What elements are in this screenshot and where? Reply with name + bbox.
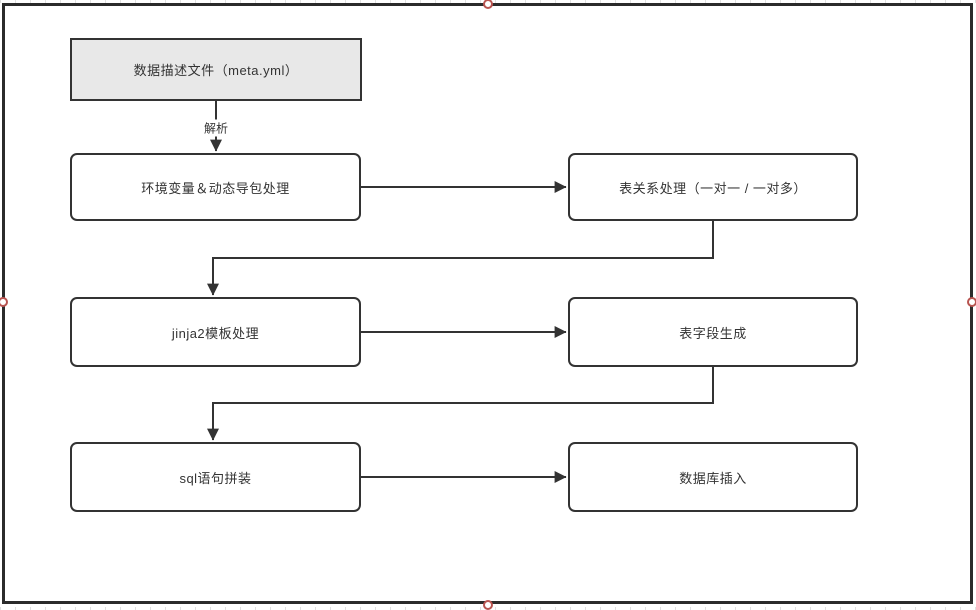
resize-handle-bottom[interactable] xyxy=(483,600,493,610)
node-label: jinja2模板处理 xyxy=(171,325,260,341)
node-db-insert[interactable]: 数据库插入 xyxy=(568,442,858,512)
edge-label-parse: 解析 xyxy=(200,119,232,137)
node-table-fields[interactable]: 表字段生成 xyxy=(568,297,858,367)
node-label: sql语句拼装 xyxy=(179,470,252,486)
node-env-import[interactable]: 环境变量＆动态导包处理 xyxy=(70,153,361,221)
resize-handle-left[interactable] xyxy=(0,297,8,307)
resize-handle-top[interactable] xyxy=(483,0,493,9)
node-jinja2[interactable]: jinja2模板处理 xyxy=(70,297,361,367)
node-label: 表关系处理（一对一 / 一对多） xyxy=(619,180,807,196)
resize-handle-right[interactable] xyxy=(967,297,976,307)
node-table-relation[interactable]: 表关系处理（一对一 / 一对多） xyxy=(568,153,858,221)
node-meta-yml[interactable]: 数据描述文件（meta.yml） xyxy=(70,38,362,101)
node-label: 数据库插入 xyxy=(679,470,747,486)
node-label: 数据描述文件（meta.yml） xyxy=(133,63,299,78)
edge-relation-to-jinja[interactable] xyxy=(207,221,714,296)
node-label: 表字段生成 xyxy=(679,325,747,341)
node-sql-assemble[interactable]: sql语句拼装 xyxy=(70,442,361,512)
edge-fields-to-sql[interactable] xyxy=(207,367,714,441)
node-label: 环境变量＆动态导包处理 xyxy=(141,180,290,196)
